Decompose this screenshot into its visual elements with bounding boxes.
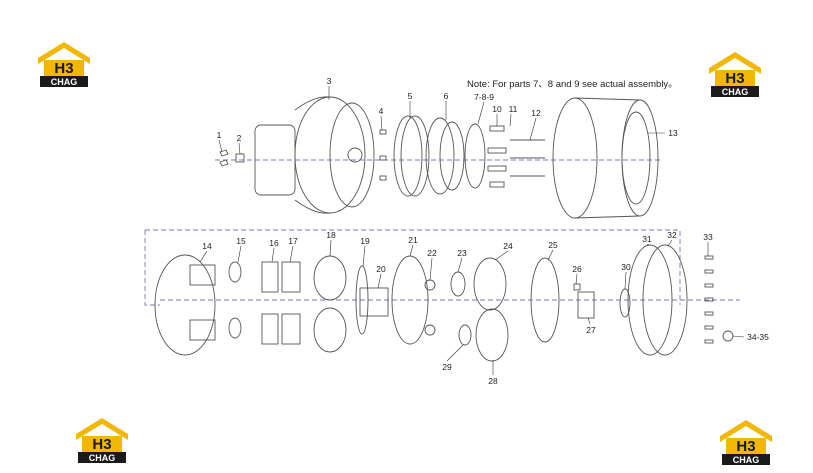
part-label-21: 21 — [408, 235, 418, 245]
part-label-13: 13 — [668, 128, 678, 138]
logo-bottom-right: H3 CHAG — [716, 416, 776, 466]
part-4-shape — [379, 129, 387, 181]
part-26-shape — [573, 283, 581, 291]
part-label-28: 28 — [488, 376, 498, 386]
part-label-29: 29 — [442, 362, 452, 372]
part-label-30: 30 — [621, 262, 631, 272]
assembly-path-left — [144, 230, 160, 306]
part-label-14: 14 — [202, 241, 212, 251]
part-15-shape — [228, 261, 242, 339]
part-33-shape — [704, 255, 714, 344]
part-28-shape — [475, 308, 509, 362]
part-10-11-shape — [487, 125, 507, 188]
part-16-17-shape — [261, 261, 301, 345]
part-6-shape — [425, 117, 465, 195]
logo-mark: H3 — [725, 70, 744, 87]
part-label-11: 11 — [509, 104, 518, 114]
logo-mark: H3 — [92, 436, 111, 453]
part-label-20: 20 — [376, 264, 386, 274]
logo-word: CHAG — [51, 77, 78, 87]
logo-word: CHAG — [733, 455, 760, 465]
part-27-shape — [577, 291, 595, 319]
part-34-35-shape — [722, 330, 734, 342]
part-24-shape — [473, 257, 507, 311]
part-23-shape — [450, 271, 466, 297]
logo-mark: H3 — [736, 438, 755, 455]
part-label-2: 2 — [237, 133, 242, 143]
part-label-23: 23 — [457, 248, 467, 258]
part-label-1: 1 — [217, 130, 222, 140]
part-5-shape — [393, 115, 430, 197]
part-19-shape — [355, 265, 369, 335]
part-25-shape — [530, 257, 560, 343]
part-31-32-shape — [627, 244, 688, 356]
part-3-shape — [254, 96, 375, 214]
part-label-3: 3 — [327, 76, 332, 86]
part-18-shape — [313, 255, 347, 353]
part-label-18: 18 — [326, 230, 336, 240]
logo-top-right: H3 CHAG — [705, 48, 765, 98]
part-label-24: 24 — [503, 241, 513, 251]
part-label-10: 10 — [492, 104, 502, 114]
part-1-shape — [219, 149, 229, 167]
part-label-19: 19 — [360, 236, 370, 246]
part-14-shape — [154, 254, 216, 356]
part-13-shape — [552, 97, 659, 219]
part-label-7-8-9: 7-8-9 — [474, 92, 494, 102]
part-label-26: 26 — [572, 264, 582, 274]
part-label-12: 12 — [531, 108, 541, 118]
logo-word: CHAG — [89, 453, 116, 463]
part-label-22: 22 — [427, 248, 437, 258]
part-label-31: 31 — [642, 234, 652, 244]
logo-word: CHAG — [722, 87, 749, 97]
assembly-path-upper — [145, 229, 681, 305]
part-label-17: 17 — [288, 236, 298, 246]
part-29-shape — [458, 324, 472, 346]
logo-mark: H3 — [54, 60, 73, 77]
part-label-33: 33 — [703, 232, 713, 242]
part-label-15: 15 — [236, 236, 246, 246]
part-22-shape — [424, 279, 436, 336]
part-label-5: 5 — [408, 91, 413, 101]
assembly-note: Note: For parts 7、8 and 9 see actual ass… — [467, 79, 678, 90]
part-label-6: 6 — [444, 91, 449, 101]
logo-top-left: H3 CHAG — [34, 38, 94, 88]
part-label-25: 25 — [548, 240, 558, 250]
part-label-27: 27 — [586, 325, 596, 335]
part-20-shape — [359, 287, 389, 317]
part-7-8-9-shape — [464, 123, 486, 189]
part-label-32: 32 — [667, 230, 677, 240]
part-2-shape — [235, 153, 245, 163]
part-12-shape — [510, 139, 545, 177]
part-label-4: 4 — [379, 106, 384, 116]
part-label-16: 16 — [269, 238, 279, 248]
part-label-34-35: 34-35 — [747, 332, 769, 342]
logo-bottom-left: H3 CHAG — [72, 414, 132, 464]
